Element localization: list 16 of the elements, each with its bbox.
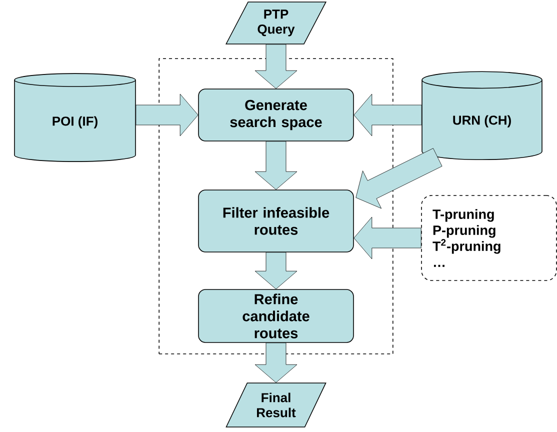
io-parallelogram: Final Result xyxy=(226,382,326,428)
process-box: Filter infeasible routes xyxy=(198,190,354,252)
block-arrow xyxy=(254,141,298,190)
process-box: Refine candidate routes xyxy=(198,289,354,343)
process-box: Generate search space xyxy=(198,88,354,142)
block-arrow xyxy=(354,94,422,136)
block-arrow xyxy=(354,216,422,260)
block-arrow xyxy=(254,342,298,383)
database-cylinder: URN (CH) xyxy=(422,71,542,160)
block-arrow xyxy=(254,252,298,290)
block-arrow xyxy=(254,44,298,89)
block-arrow xyxy=(356,148,442,209)
database-cylinder: POI (IF) xyxy=(14,73,136,162)
block-arrow xyxy=(136,94,198,136)
note-box: T-pruning P-pruning T$^{2}$-pruning … xyxy=(421,195,557,281)
dashed-frame xyxy=(158,58,394,354)
